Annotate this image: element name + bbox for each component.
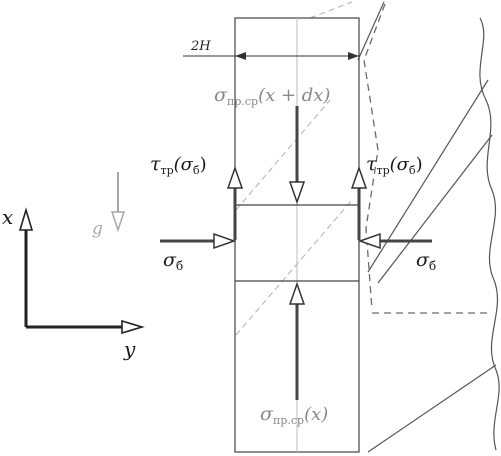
- dim-arrow-left: [235, 52, 246, 60]
- slope-line-top: [357, 1, 385, 61]
- bottom-stress-argument: (x): [304, 404, 328, 425]
- right-side-stress-label: σб: [416, 249, 436, 273]
- bottom-stress-arrow-head: [288, 281, 306, 305]
- top-stress-symbol: σ: [214, 84, 228, 106]
- left-friction-arrow-head: [226, 165, 244, 189]
- right-friction-argument: (σ: [390, 154, 410, 175]
- bottom-stress-subscript: пр.ср: [273, 414, 304, 427]
- top-stress-subscript: пр.ср: [227, 95, 258, 108]
- axis-x-label: x: [2, 205, 13, 229]
- right-friction-label: τтр(σб): [366, 153, 423, 177]
- left-side-arrow-head: [213, 232, 237, 250]
- top-stress-arrow-head: [288, 181, 306, 205]
- left-side-subscript: б: [176, 259, 183, 273]
- left-friction-label: τтр(σб): [150, 153, 207, 177]
- axis-y-label: y: [123, 337, 136, 361]
- wavy-boundary: [479, 17, 500, 451]
- left-side-stress-label: σб: [163, 249, 183, 273]
- gravity-arrow-head: [110, 211, 126, 233]
- faint-diagonal-2: [235, 199, 353, 336]
- right-friction-close: ): [416, 154, 423, 175]
- top-stress-label: σпр.ср(x + dx): [214, 84, 330, 108]
- axis-y-arrow-head: [121, 319, 145, 335]
- faint-diagonal-3: [309, 1, 353, 19]
- left-friction-close: ): [200, 154, 207, 175]
- right-side-subscript: б: [429, 259, 436, 273]
- slope-line-3: [367, 364, 497, 453]
- dim-arrow-right: [348, 52, 359, 60]
- top-stress-argument: (x + dx): [258, 85, 330, 106]
- axis-x-arrow-head: [18, 207, 34, 231]
- slope-line-2: [377, 134, 493, 284]
- left-friction-argument: (σ: [174, 154, 194, 175]
- right-side-arrow-head: [357, 232, 381, 250]
- dashed-wedge: [363, 3, 386, 311]
- bottom-stress-label: σпр.ср(x): [260, 403, 328, 427]
- left-friction-arg-subscript: б: [193, 164, 200, 177]
- right-friction-subscript: тр: [377, 164, 390, 177]
- left-friction-symbol: τ: [150, 153, 161, 175]
- right-friction-symbol: τ: [366, 153, 377, 175]
- right-side-symbol: σ: [416, 249, 430, 271]
- faint-diagonal-1: [235, 99, 331, 211]
- right-friction-arrow-head: [350, 165, 368, 189]
- gravity-label: g: [92, 219, 103, 239]
- left-side-symbol: σ: [163, 249, 177, 271]
- dim-label: 2H: [190, 39, 211, 54]
- left-friction-subscript: тр: [161, 164, 174, 177]
- bottom-stress-symbol: σ: [260, 403, 274, 425]
- right-friction-arg-subscript: б: [409, 164, 416, 177]
